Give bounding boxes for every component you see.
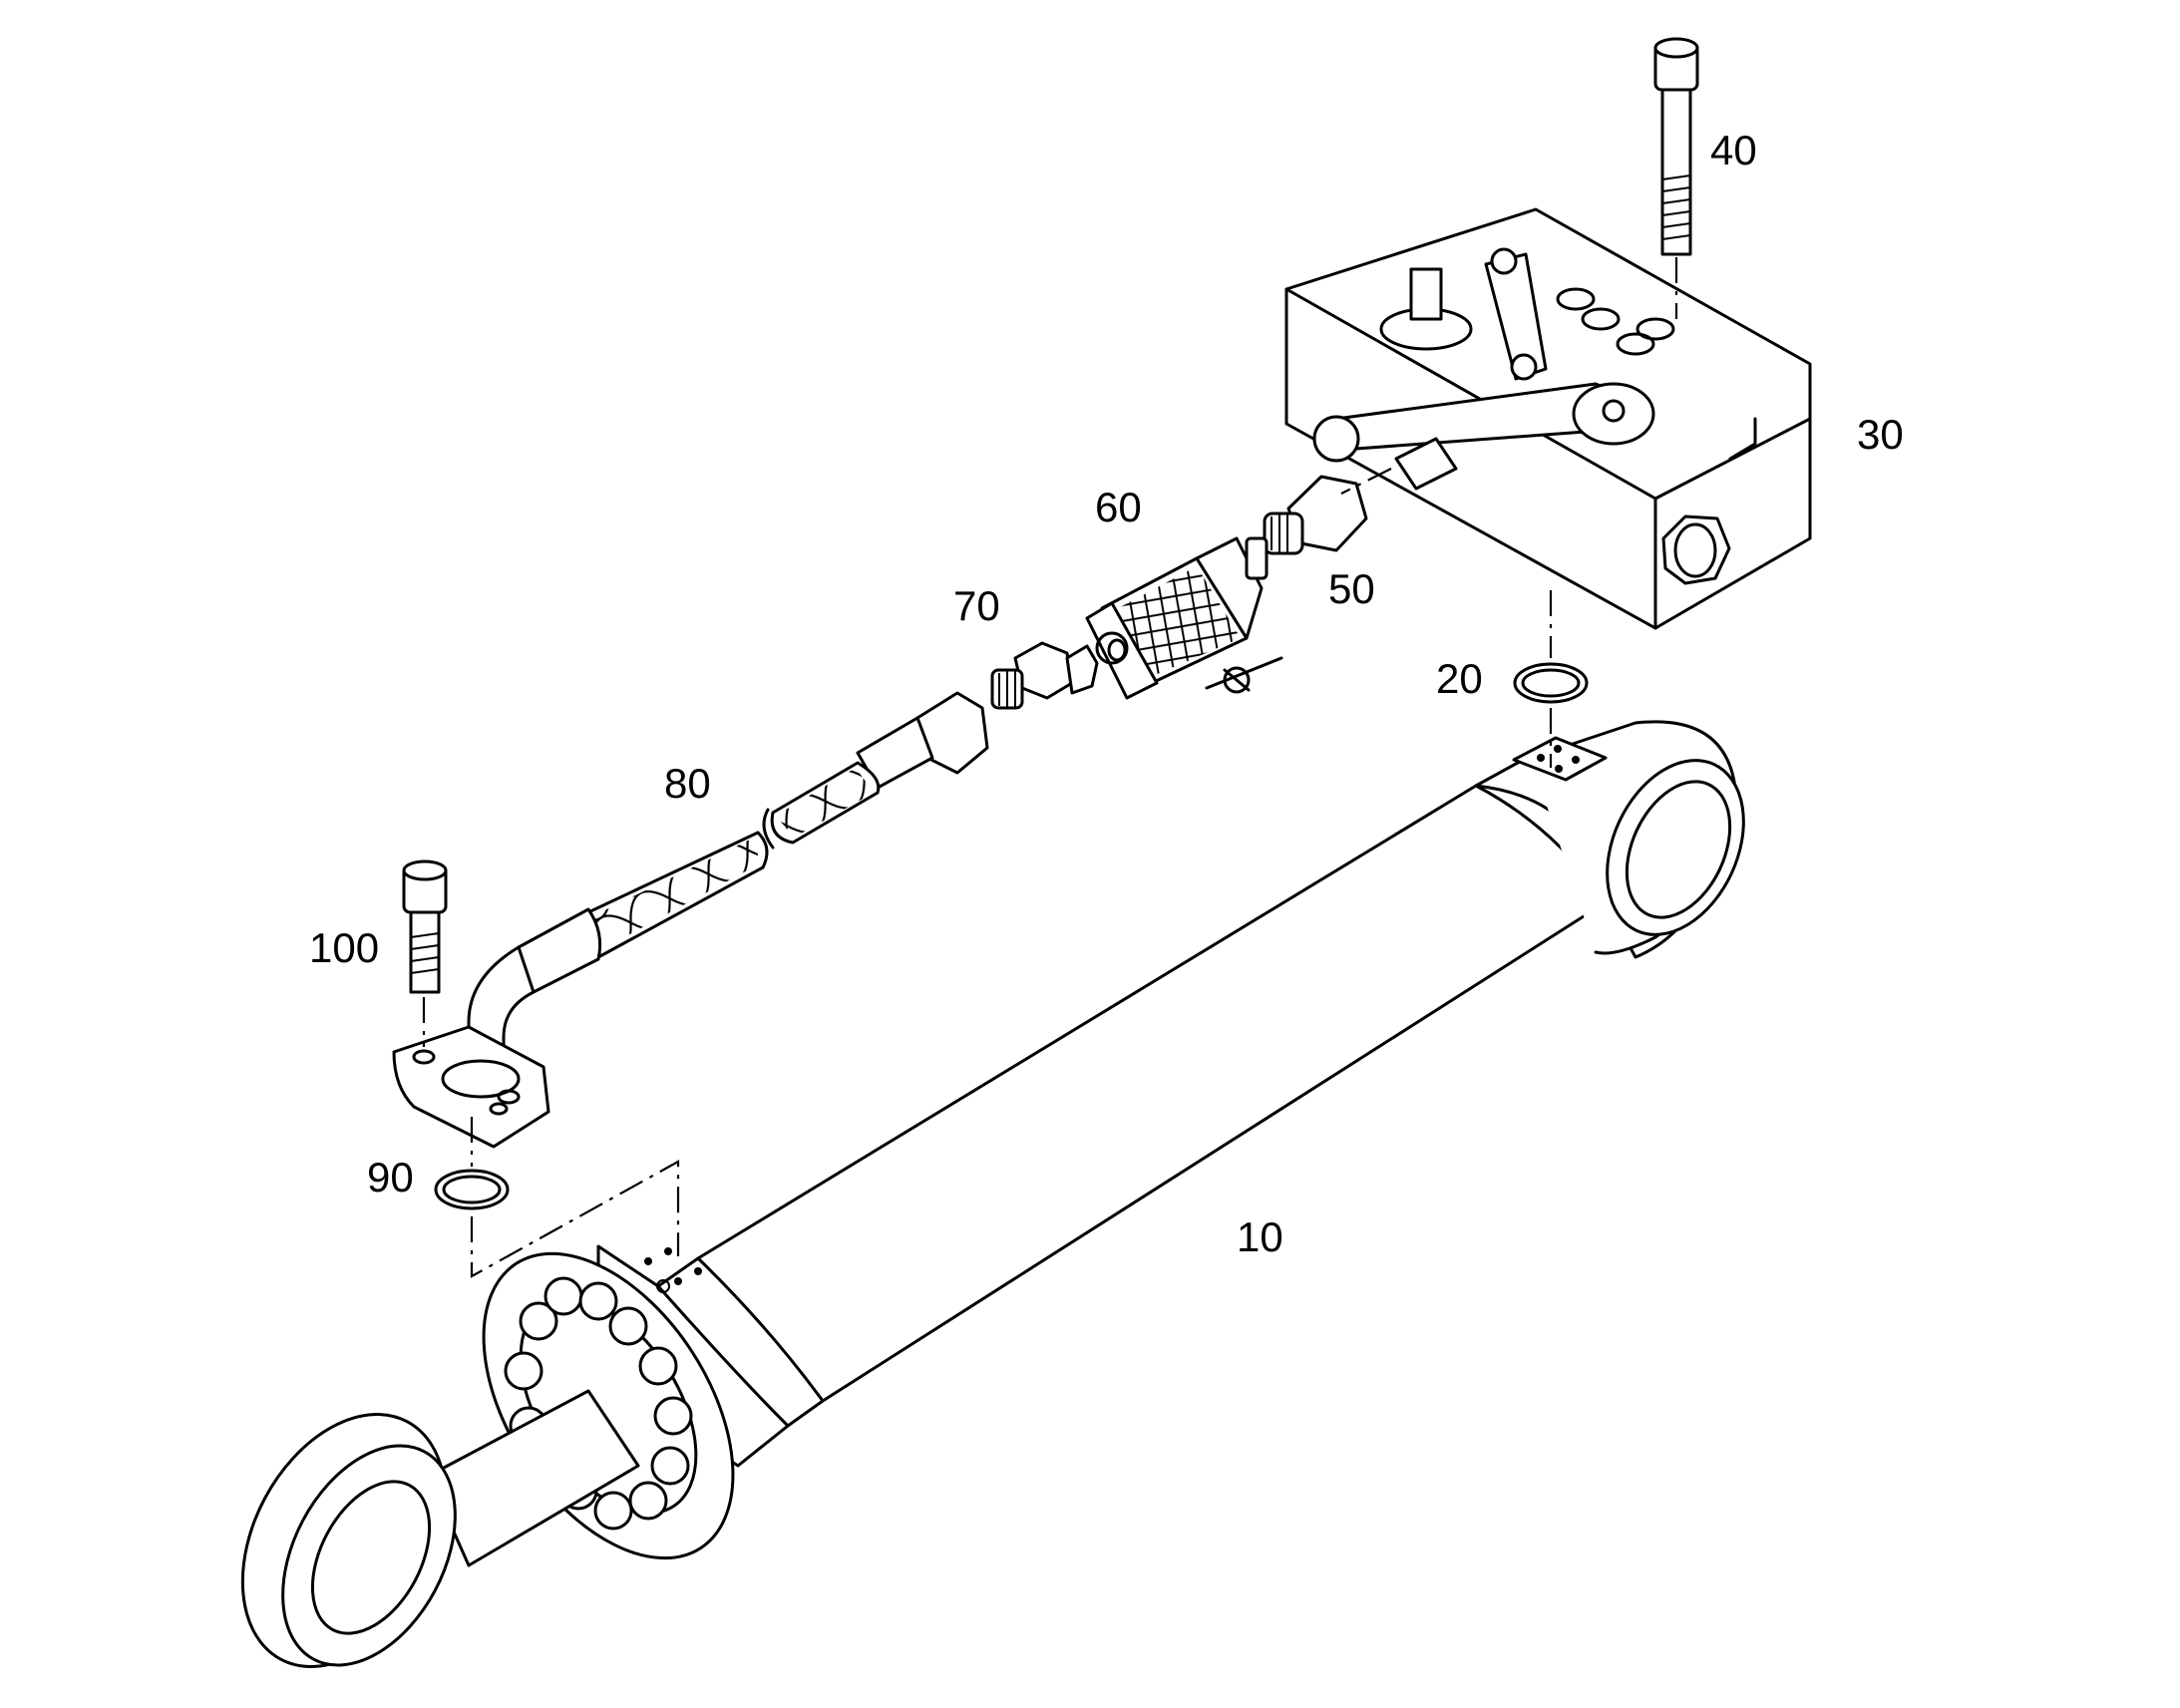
throttle-valve-60 xyxy=(1085,536,1283,700)
callout-10: 10 xyxy=(1237,1213,1283,1260)
callout-80: 80 xyxy=(664,760,711,807)
flange-bolts xyxy=(504,1276,693,1531)
callout-100: 100 xyxy=(309,924,379,971)
callout-50: 50 xyxy=(1328,565,1375,612)
callout-70: 70 xyxy=(953,582,1000,629)
callout-60: 60 xyxy=(1095,484,1142,530)
callout-30: 30 xyxy=(1857,411,1904,458)
callout-90: 90 xyxy=(367,1154,414,1200)
callout-labels: 10 20 30 40 50 60 70 80 90 100 xyxy=(309,127,1904,1260)
hydraulic-cylinder xyxy=(240,720,1745,1668)
adapter-fitting-50 xyxy=(1263,475,1368,555)
hose-assembly-80 xyxy=(392,691,989,1149)
connector-70 xyxy=(990,641,1099,710)
callout-20: 20 xyxy=(1436,655,1483,702)
assembly-center-lines xyxy=(422,257,1678,1278)
callout-40: 40 xyxy=(1710,127,1757,173)
cap-screw-100 xyxy=(402,859,448,994)
cap-screw-40 xyxy=(1653,37,1699,256)
valve-block xyxy=(1284,207,1812,630)
